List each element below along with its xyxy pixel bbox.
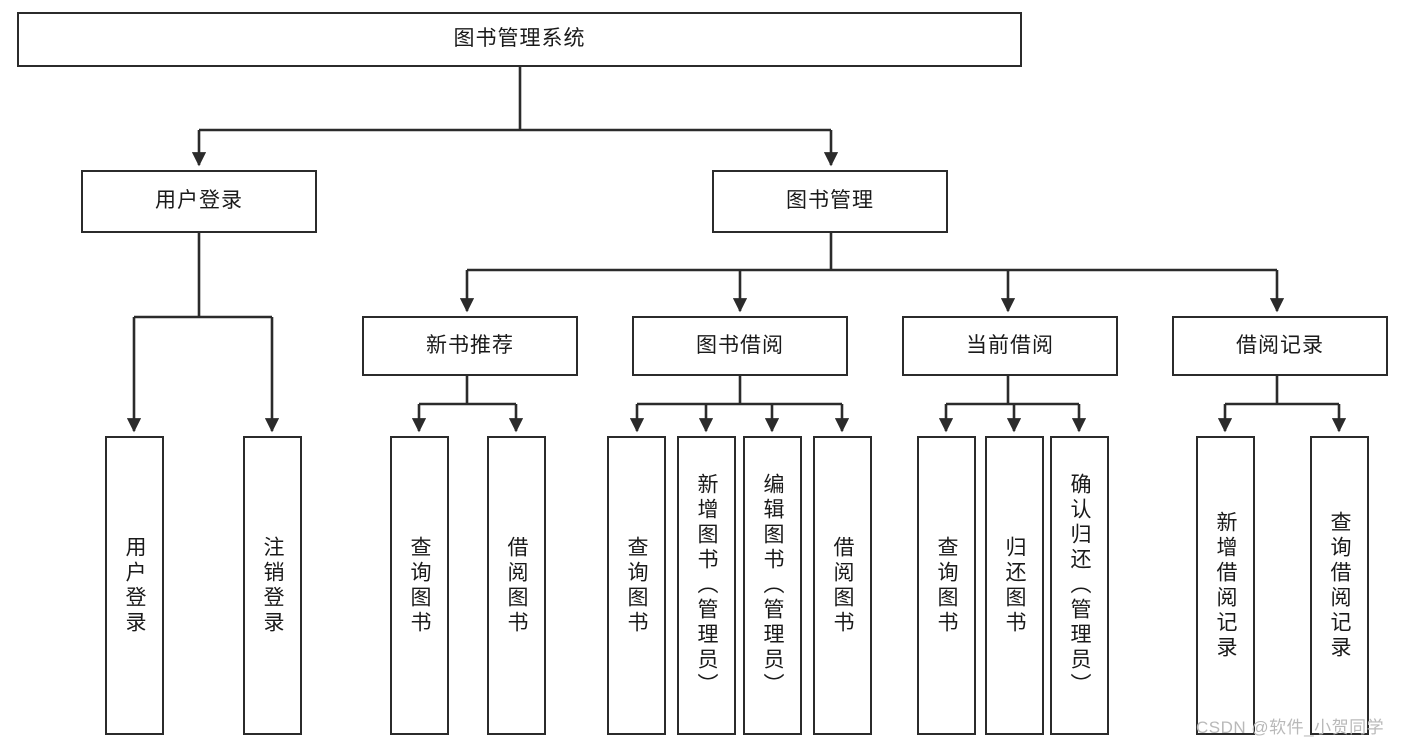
node-leaf-borrow-book-1-label: 借阅图书: [505, 535, 528, 636]
node-leaf-query-book-3-label: 查询图书: [935, 535, 958, 636]
node-book-management-label: 图书管理: [786, 189, 874, 213]
csdn-watermark: CSDN @软件_小贺同学: [1196, 718, 1385, 737]
node-user-login[interactable]: 用户登录: [81, 170, 317, 233]
node-borrow-record[interactable]: 借阅记录: [1172, 316, 1388, 376]
node-leaf-return-book[interactable]: 归还图书: [985, 436, 1044, 735]
node-current-borrow-label: 当前借阅: [966, 333, 1054, 357]
node-new-book-recommend[interactable]: 新书推荐: [362, 316, 578, 376]
node-leaf-query-book-2[interactable]: 查询图书: [607, 436, 666, 735]
node-new-book-recommend-label: 新书推荐: [426, 333, 514, 357]
node-leaf-query-book-1-label: 查询图书: [408, 535, 431, 636]
node-leaf-query-borrow-record-label: 查询借阅记录: [1328, 510, 1351, 661]
node-leaf-logout-login[interactable]: 注销登录: [243, 436, 302, 735]
node-book-management[interactable]: 图书管理: [712, 170, 948, 233]
node-leaf-query-book-1[interactable]: 查询图书: [390, 436, 449, 735]
node-leaf-query-borrow-record[interactable]: 查询借阅记录: [1310, 436, 1369, 735]
node-root[interactable]: 图书管理系统: [17, 12, 1022, 67]
node-user-login-label: 用户登录: [155, 189, 243, 213]
node-leaf-add-book-label: 新增图书（管理员）: [695, 473, 718, 698]
node-leaf-edit-book[interactable]: 编辑图书（管理员）: [743, 436, 802, 735]
node-leaf-add-borrow-record[interactable]: 新增借阅记录: [1196, 436, 1255, 735]
node-book-borrow[interactable]: 图书借阅: [632, 316, 848, 376]
node-leaf-query-book-2-label: 查询图书: [625, 535, 648, 636]
node-leaf-borrow-book-2[interactable]: 借阅图书: [813, 436, 872, 735]
node-leaf-return-book-label: 归还图书: [1003, 535, 1026, 636]
node-leaf-borrow-book-1[interactable]: 借阅图书: [487, 436, 546, 735]
node-leaf-add-book[interactable]: 新增图书（管理员）: [677, 436, 736, 735]
node-leaf-edit-book-label: 编辑图书（管理员）: [761, 473, 784, 698]
node-leaf-user-login[interactable]: 用户登录: [105, 436, 164, 735]
node-leaf-query-book-3[interactable]: 查询图书: [917, 436, 976, 735]
node-book-borrow-label: 图书借阅: [696, 333, 784, 357]
node-root-label: 图书管理系统: [453, 27, 586, 51]
node-leaf-user-login-label: 用户登录: [123, 535, 146, 636]
node-current-borrow[interactable]: 当前借阅: [902, 316, 1118, 376]
node-leaf-confirm-return-label: 确认归还（管理员）: [1068, 473, 1091, 698]
node-leaf-logout-login-label: 注销登录: [261, 535, 284, 636]
node-leaf-confirm-return[interactable]: 确认归还（管理员）: [1050, 436, 1109, 735]
node-leaf-borrow-book-2-label: 借阅图书: [831, 535, 854, 636]
node-leaf-add-borrow-record-label: 新增借阅记录: [1214, 510, 1237, 661]
node-borrow-record-label: 借阅记录: [1236, 333, 1324, 357]
